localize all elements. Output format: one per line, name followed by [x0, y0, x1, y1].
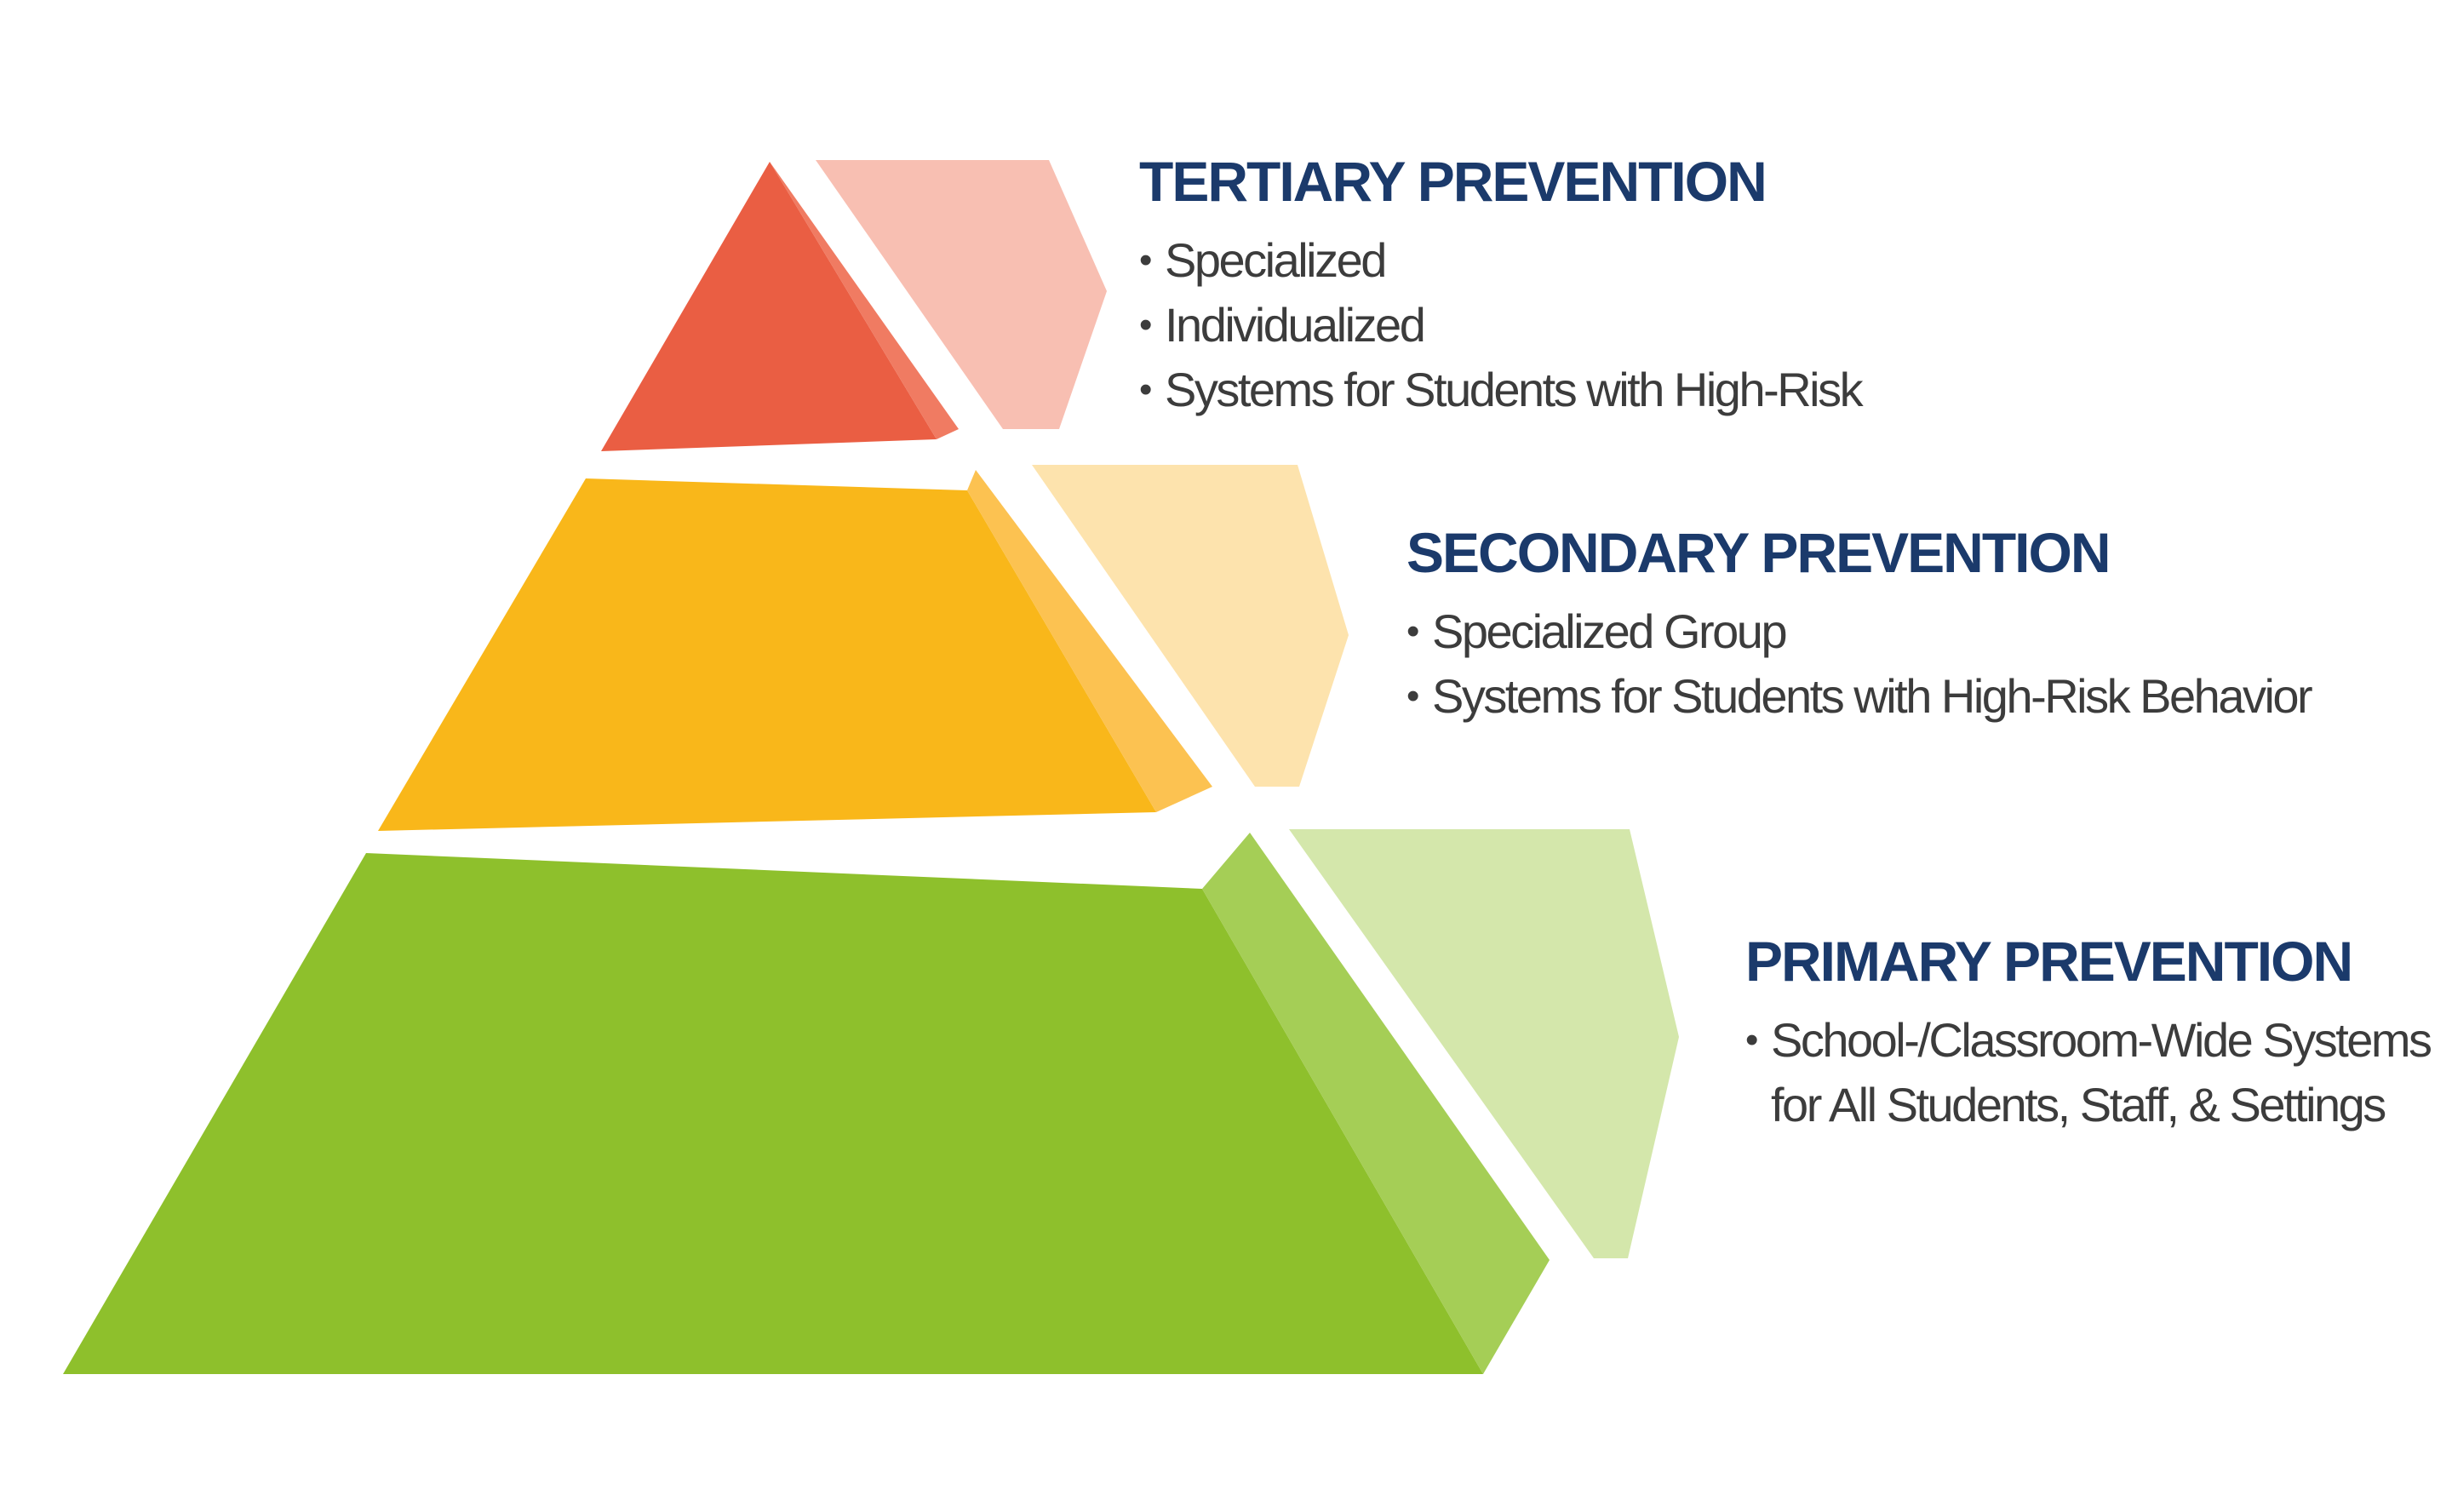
bullet-item: • Specialized: [1139, 228, 1861, 293]
bullet-list: • School-/Classroom-Wide Systems for All…: [1745, 1008, 2432, 1137]
tertiary-front-face: [601, 162, 937, 451]
bullet-item: • Systems for Students with High-Risk Be…: [1406, 664, 2313, 729]
bullet-icon: •: [1406, 675, 1419, 717]
bullet-text-continued: for All Students, Staff, & Settings: [1771, 1078, 2386, 1131]
primary-front-face: [63, 853, 1483, 1374]
bullet-text: Systems for Students with High-Risk: [1165, 363, 1864, 416]
tier-secondary-shape: [378, 465, 1349, 831]
bullet-text: Specialized Group: [1432, 604, 1788, 658]
tier-title: SECONDARY PREVENTION: [1406, 521, 2111, 584]
bullet-icon: •: [1139, 304, 1152, 346]
tier-tertiary-text: TERTIARY PREVENTION • Specialized • Indi…: [1139, 150, 1864, 422]
tier-primary-shape: [63, 829, 1679, 1374]
bullet-icon: •: [1139, 369, 1152, 410]
bullet-text: Specialized: [1165, 233, 1387, 287]
tier-title: TERTIARY PREVENTION: [1139, 150, 1767, 213]
bullet-item: • School-/Classroom-Wide Systems for All…: [1745, 1008, 2432, 1137]
primary-tab: [1289, 829, 1679, 1258]
bullet-text: Individualized: [1165, 298, 1426, 352]
bullet-text: School-/Classroom-Wide Systems: [1771, 1013, 2432, 1067]
tier-primary-text: PRIMARY PREVENTION • School-/Classroom-W…: [1745, 930, 2432, 1137]
bullet-icon: •: [1406, 610, 1419, 652]
bullet-item: • Specialized Group: [1406, 599, 2311, 664]
tier-tertiary-shape: [601, 160, 1107, 451]
bullet-text: Systems for Students with High-Risk Beha…: [1432, 669, 2313, 723]
secondary-tab: [1032, 465, 1349, 787]
primary-side-face: [1202, 833, 1550, 1374]
bullet-list: • Specialized Group • Systems for Studen…: [1406, 599, 2313, 729]
tier-secondary-text: SECONDARY PREVENTION • Specialized Group…: [1406, 521, 2313, 729]
bullet-item: • Individualized: [1139, 293, 1861, 358]
tertiary-tab: [816, 160, 1107, 429]
bullet-icon: •: [1745, 1019, 1758, 1061]
bullet-icon: •: [1139, 239, 1152, 281]
secondary-front-face: [378, 478, 1156, 831]
bullet-item: • Systems for Students with High-Risk: [1139, 358, 1864, 422]
tier-title: PRIMARY PREVENTION: [1745, 930, 2353, 993]
bullet-list: • Specialized • Individualized • Systems…: [1139, 228, 1864, 422]
secondary-side-face: [967, 470, 1212, 812]
tertiary-side-face: [770, 162, 959, 439]
